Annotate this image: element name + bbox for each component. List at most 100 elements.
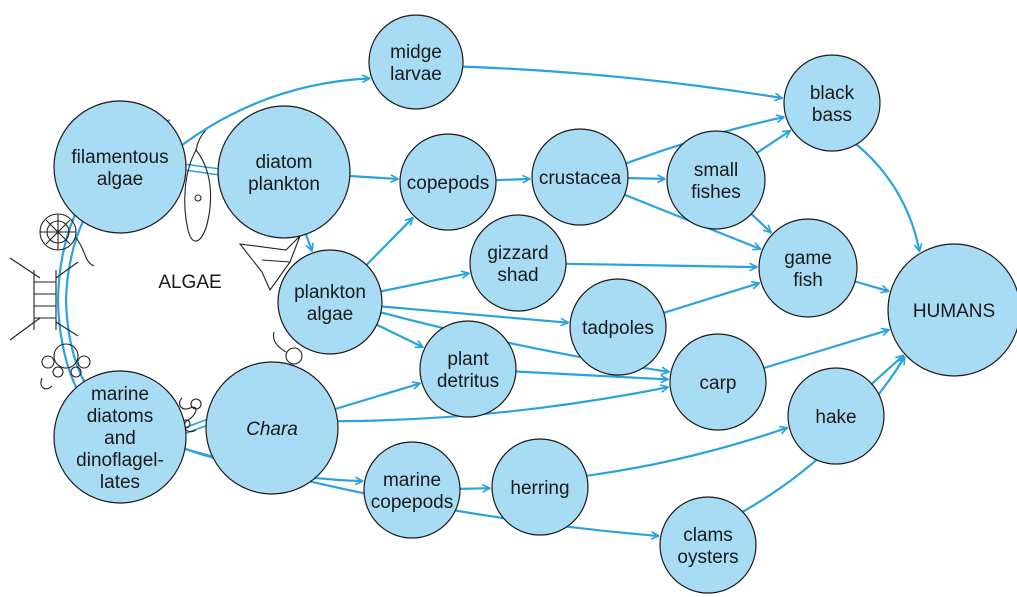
node-circle-tadpoles [569, 278, 667, 376]
node-humans: HUMANS [887, 243, 1017, 377]
arrow-gizzard-to-gamefish [565, 264, 757, 267]
colonial-algae-sketch [9, 257, 79, 341]
node-label-plankalgae: algae [307, 304, 354, 325]
node-circle-diatom [217, 105, 351, 239]
node-label-diatom: plankton [248, 174, 320, 195]
arrow-tadpoles-to-gamefish [663, 283, 760, 314]
node-label-marine: marine [91, 384, 149, 405]
cell-cluster-sketch [40, 343, 91, 390]
node-circle-copepods [399, 133, 497, 231]
node-circle-gizzard [469, 214, 567, 312]
node-circle-midge [368, 14, 464, 110]
radial-diatom-sketch [39, 213, 95, 267]
node-label-filament: filamentous [71, 147, 168, 168]
protist-sketch [272, 331, 303, 365]
node-label-plankalgae: plankton [294, 282, 366, 303]
node-label-carp: carp [700, 373, 737, 394]
node-circle-filament [53, 100, 187, 234]
arrow-gamefish-to-humans [854, 280, 889, 292]
node-circle-blackbass [783, 54, 881, 152]
arrow-midge-to-blackbass [462, 65, 782, 99]
arrow-chara-to-detritus [334, 383, 420, 411]
node-circle-humans [887, 243, 1017, 377]
node-label-mcopepods: marine [383, 470, 441, 491]
node-label-gizzard: gizzard [487, 243, 548, 264]
algae-link-line [183, 169, 221, 176]
node-label-blackbass: black [810, 83, 855, 104]
node-label-smallfish: fishes [691, 182, 741, 203]
node-circle-marine [53, 370, 187, 504]
node-label-marine: dinoflagel- [76, 450, 164, 471]
arrow-mcopepods-to-herring [459, 488, 490, 489]
node-label-detritus: detritus [437, 371, 499, 392]
node-label-marine: and [104, 428, 136, 449]
node-label-smallfish: small [694, 160, 738, 181]
arrow-smallfish-to-gamefish [750, 213, 771, 233]
arrow-chara-to-carp [337, 387, 669, 423]
arrow-hake-to-humans [870, 355, 904, 385]
algae-link-line [183, 424, 209, 435]
node-label-midge: midge [390, 42, 442, 63]
arrow-carp-to-humans [763, 330, 889, 370]
node-label-crustacea: crustacea [539, 168, 622, 189]
dinoflagellate-sketch [238, 235, 301, 292]
node-copepods: copepods [399, 133, 497, 231]
node-label-blackbass: bass [812, 105, 852, 126]
arrow-plankalgae-to-gizzard [380, 273, 469, 293]
node-label-marine: lates [100, 472, 140, 493]
node-label-filament: algae [97, 169, 144, 190]
node-label-chara: Chara [246, 419, 298, 440]
node-label-marine: diatoms [87, 406, 154, 427]
arrow-plankalgae-to-copepods [365, 218, 413, 266]
node-label-midge: larvae [390, 64, 442, 85]
arrow-detritus-to-carp [515, 370, 668, 380]
node-circle-plankalgae [277, 249, 383, 355]
node-circle-chara [205, 361, 339, 495]
node-label-copepods: copepods [407, 173, 489, 194]
node-circle-mcopepods [363, 441, 461, 539]
arrow-plankalgae-to-detritus [376, 323, 423, 349]
node-carp: carp [669, 333, 767, 431]
organism-nodes: midgelarvaefilamentousalgaediatomplankto… [53, 14, 1017, 594]
node-label-gizzard: shad [497, 265, 538, 286]
node-herring: herring [491, 438, 589, 536]
node-hake: hake [787, 367, 885, 465]
node-label-hake: hake [815, 407, 856, 428]
algae-link-line [183, 418, 209, 429]
node-label-herring: herring [510, 478, 569, 499]
node-circle-smallfish [666, 130, 766, 230]
arrow-copepods-to-crustacea [495, 179, 530, 180]
node-circle-carp [669, 333, 767, 431]
algae-center-label: ALGAE [158, 272, 221, 293]
euglena-sketch [184, 129, 212, 242]
node-label-humans: HUMANS [913, 301, 995, 322]
node-label-detritus: plant [447, 349, 489, 370]
node-label-tadpoles: tadpoles [582, 318, 654, 339]
node-circle-detritus [419, 320, 517, 418]
node-circle-herring [491, 438, 589, 536]
node-circle-crustacea [531, 128, 629, 226]
arrow-diatom-to-plankalgae [304, 233, 312, 251]
node-label-gamefish: game [784, 248, 832, 269]
node-circle-gamefish [758, 218, 858, 318]
arrow-blackbass-to-humans [855, 143, 919, 251]
node-label-clams: oysters [677, 547, 738, 568]
node-crustacea: crustacea [531, 128, 629, 226]
node-circle-clams [659, 496, 757, 594]
arrow-herring-to-hake [586, 428, 788, 477]
arrow-diatom-to-copepods [349, 176, 398, 179]
node-tadpoles: tadpoles [569, 278, 667, 376]
